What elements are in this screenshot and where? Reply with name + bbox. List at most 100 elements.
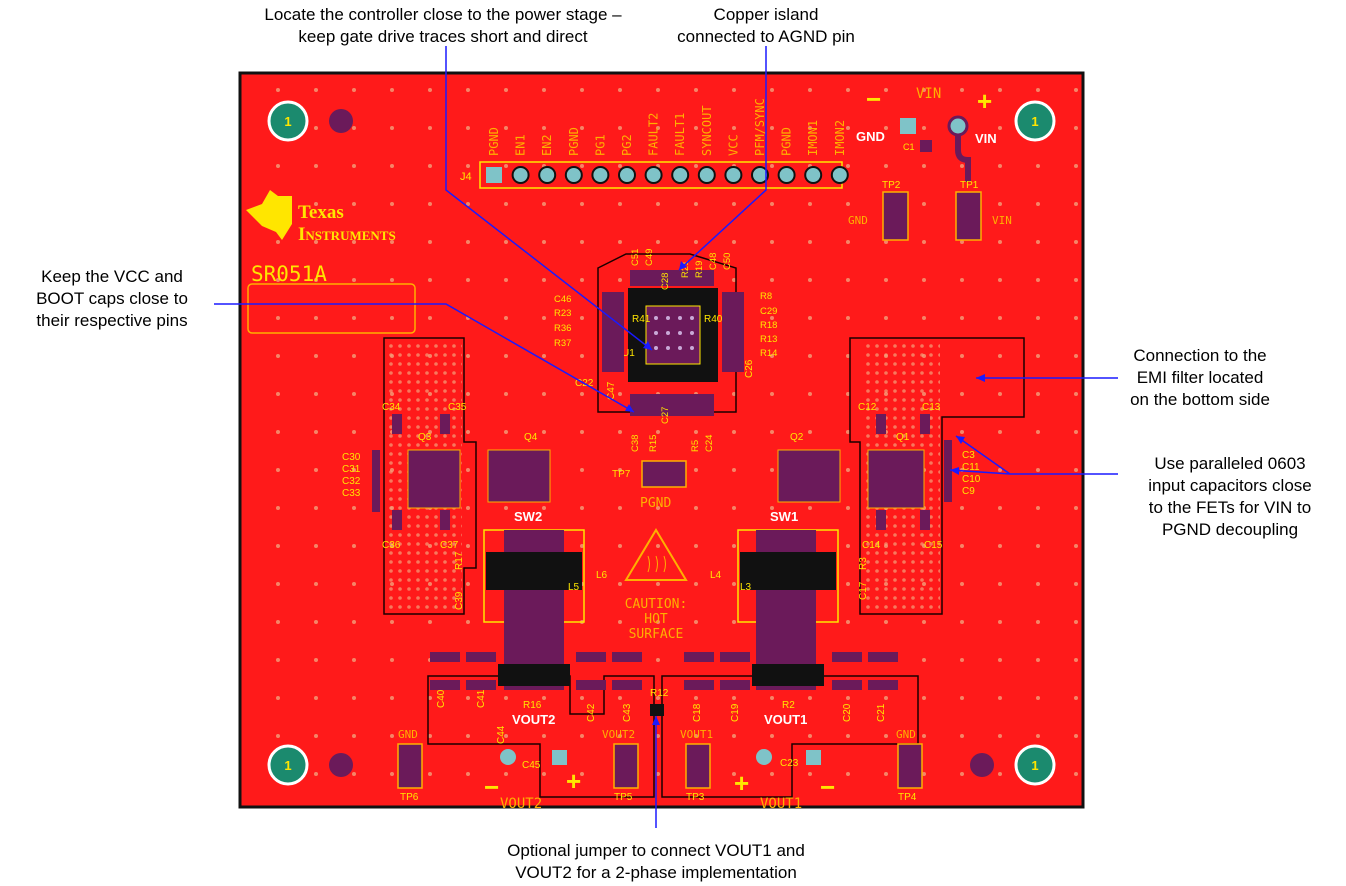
callout-emi-filter: Connection to the EMI filter located on … — [1130, 346, 1270, 409]
header-pin: PGND — [486, 127, 502, 183]
header-pin-label: PG1 — [593, 134, 607, 156]
callout-copper-island: Copper island connected to AGND pin — [677, 5, 855, 46]
refdes-label: C39 — [454, 591, 465, 610]
board-label-box — [247, 283, 416, 334]
refdes-label: R5 — [690, 440, 701, 452]
svg-text:VOUT1: VOUT1 — [680, 728, 713, 741]
header-pin: PGND — [564, 127, 583, 184]
header-pin-label: EN1 — [514, 134, 528, 156]
refdes-label: C17 — [858, 581, 869, 600]
header-pin: SYNCOUT — [697, 105, 716, 184]
header-pin-label: PGND — [780, 127, 794, 156]
header-pin: IMON2 — [830, 120, 849, 184]
refdes-label: C48 — [708, 253, 719, 270]
svg-text:R40: R40 — [704, 314, 723, 325]
refdes-label: C23 — [780, 758, 799, 769]
refdes-label: R8 — [760, 291, 772, 302]
refdes-label: C51 — [630, 249, 641, 266]
svg-text:Q4: Q4 — [524, 432, 538, 443]
refdes-label: R13 — [760, 334, 777, 345]
svg-text:GND: GND — [856, 129, 885, 144]
annotation-leaders — [214, 46, 1118, 828]
svg-text:R2: R2 — [782, 700, 795, 711]
callout-jumper: Optional jumper to connect VOUT1 and VOU… — [507, 841, 805, 882]
refdes-label: C13 — [922, 402, 941, 413]
svg-text:GND: GND — [848, 214, 868, 227]
refdes-label: C21 — [876, 703, 887, 722]
input-caps-pads — [372, 414, 952, 530]
svg-text:+: + — [734, 768, 749, 798]
svg-text:L3: L3 — [740, 582, 752, 593]
output-test-points: GND TP6 VOUT2 TP5 VOUT1 TP3 GND TP4 — [397, 728, 923, 803]
svg-text:SW1: SW1 — [770, 509, 798, 524]
refdes-label: C42 — [586, 703, 597, 722]
refdes-label: C40 — [436, 689, 447, 708]
svg-text:R16: R16 — [523, 700, 542, 711]
refdes-label: C49 — [644, 249, 655, 266]
refdes-label: R3 — [858, 557, 869, 570]
header-pin: FAULT2 — [644, 113, 663, 184]
callout-controller: Locate the controller close to the power… — [264, 5, 622, 46]
svg-text:U1: U1 — [622, 348, 635, 359]
test-point-tp7: TP7 PGND — [612, 460, 687, 511]
header-pin: PGND — [777, 127, 796, 184]
svg-text:GND: GND — [896, 728, 916, 741]
header-pin-label: PFM/SYNC — [753, 98, 767, 156]
refdes-label: R14 — [760, 348, 777, 359]
svg-text:TP2: TP2 — [882, 180, 901, 191]
header-pin: EN1 — [511, 134, 530, 184]
svg-text:−: − — [484, 772, 499, 802]
svg-text:SURFACE: SURFACE — [629, 627, 684, 642]
refdes-label: R19 — [694, 261, 705, 278]
refdes-label: R18 — [760, 320, 777, 331]
svg-text:VIN: VIN — [975, 131, 997, 146]
svg-text:L6: L6 — [596, 570, 608, 581]
svg-text:Q2: Q2 — [790, 432, 804, 443]
svg-text:VOUT2: VOUT2 — [500, 796, 542, 812]
refdes-label: C41 — [476, 689, 487, 708]
svg-text:−: − — [820, 772, 835, 802]
svg-text:PGND: PGND — [640, 496, 671, 511]
svg-text:TP7: TP7 — [612, 469, 631, 480]
svg-text:TP5: TP5 — [614, 792, 633, 803]
svg-text:Q3: Q3 — [418, 432, 432, 443]
header-pin-label: EN2 — [540, 134, 554, 156]
refdes-label: R17 — [454, 551, 465, 570]
header-pin-label: PGND — [567, 127, 581, 156]
svg-text:TP6: TP6 — [400, 792, 419, 803]
refdes-label: C9 — [962, 486, 975, 497]
refdes-label: C29 — [760, 306, 777, 317]
header-pin: PFM/SYNC — [751, 98, 769, 184]
refdes-label: C26 — [744, 359, 755, 378]
refdes-label: C12 — [858, 402, 877, 413]
output-caps — [430, 652, 898, 690]
header-pin: IMON1 — [804, 120, 823, 184]
svg-text:1: 1 — [1031, 758, 1038, 773]
header-pin-label: PGND — [487, 127, 501, 156]
vin-connector: − + VIN GND VIN C1 — [856, 84, 997, 182]
svg-text:SW2: SW2 — [514, 509, 542, 524]
svg-text:+: + — [566, 766, 581, 796]
refdes-label: C19 — [730, 703, 741, 722]
svg-text:L5: L5 — [568, 582, 580, 593]
power-stage-phase2: Q3 Q4 SW2 L5 L6 R16 VOUT2 — [407, 432, 608, 727]
header-pin: PG1 — [591, 134, 610, 184]
annotation-arrowheads — [625, 261, 985, 725]
refdes-label: C10 — [962, 474, 981, 485]
svg-text:R41: R41 — [632, 314, 651, 325]
header-pin-label: VCC — [726, 134, 740, 156]
refdes-label: R37 — [554, 338, 571, 349]
header-pin: FAULT1 — [671, 113, 690, 184]
board-id: SR051A — [251, 262, 327, 286]
header-pin: PG2 — [618, 134, 636, 184]
callout-vcc-boot: Keep the VCC and BOOT caps close to thei… — [36, 267, 188, 330]
refdes-label: C36 — [382, 540, 401, 551]
refdes-label: C3 — [962, 450, 975, 461]
header-pin: EN2 — [538, 134, 557, 184]
header-pin-label: IMON1 — [806, 120, 820, 156]
svg-text:VIN: VIN — [992, 214, 1012, 227]
refdes-label: C31 — [342, 464, 361, 475]
